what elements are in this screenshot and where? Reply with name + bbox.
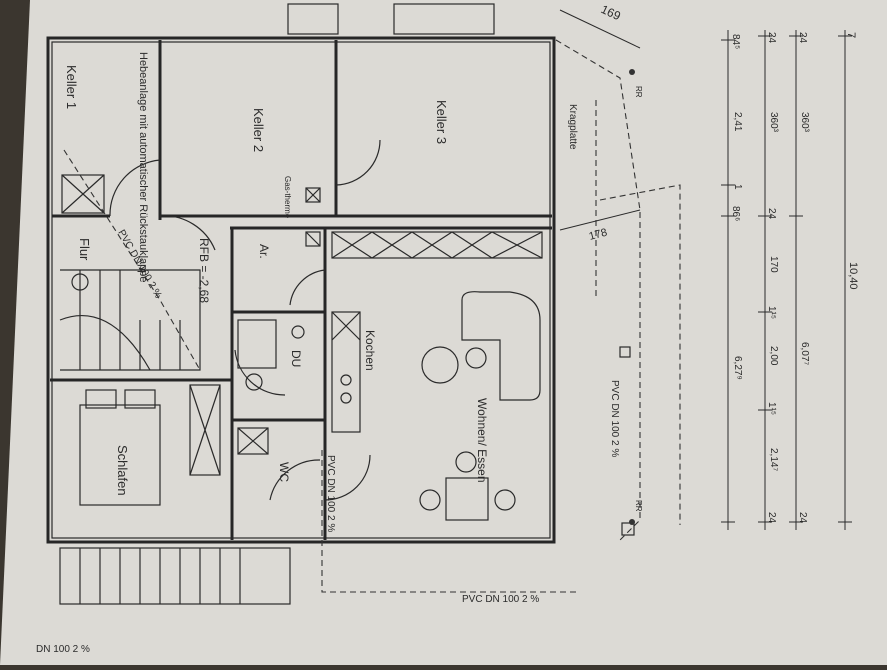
dim-row4-2: 1 xyxy=(732,184,743,190)
dim-row3-4: 1¹⁵ xyxy=(766,306,777,319)
stairs-exterior xyxy=(59,547,291,605)
dim-row4-4: 6,27⁹ xyxy=(732,356,743,380)
dimension-lines xyxy=(559,9,852,530)
label-rr-top: RR xyxy=(634,86,643,98)
dim-total: 10,40 xyxy=(847,262,859,290)
dim-row4-3: 86⁶ xyxy=(730,206,741,221)
label-ar: Ar. xyxy=(257,244,271,259)
dim-top-mark: 7 xyxy=(845,32,857,38)
living-furniture xyxy=(419,291,541,521)
label-pvc-wc: PVC DN 100 2 % xyxy=(325,455,336,532)
label-wohnen: Wohnen/ Essen xyxy=(475,398,489,483)
bathroom-fixtures xyxy=(237,319,305,455)
dim-row3-1: 360³ xyxy=(768,112,779,133)
label-hebeanlage: Hebeanlage mit automatischer Rückstaukla… xyxy=(137,52,149,283)
label-schlafen: Schlafen xyxy=(115,445,130,496)
drain-bottom xyxy=(621,522,635,536)
dim-row4-0: 84⁵ xyxy=(730,34,741,49)
gastherme-unit xyxy=(305,187,321,247)
label-wc: WC xyxy=(277,462,291,482)
dim-row3-7: 2,14⁷ xyxy=(768,448,779,471)
drain-right xyxy=(619,346,631,358)
label-pvc-bottom: PVC DN 100 2 % xyxy=(462,594,539,605)
dim-row3-6: 1¹⁵ xyxy=(766,402,777,415)
label-kragplatte: Kragplatte xyxy=(567,104,578,150)
dim-row3-3: 170 xyxy=(768,256,779,273)
label-rr-bottom: RR xyxy=(634,500,643,512)
dim-178: 178 xyxy=(588,227,609,243)
label-keller3: Keller 3 xyxy=(434,100,449,144)
label-rfb: RFB = -2,68 xyxy=(197,238,211,303)
label-keller1: Keller 1 xyxy=(64,65,79,109)
window-top-left xyxy=(287,3,339,35)
dim-row2-1: 360³ xyxy=(799,112,810,133)
hebeanlage-box xyxy=(61,174,105,214)
dim-row3-8: 24 xyxy=(766,512,777,524)
label-gastherme: Gas-therme xyxy=(283,176,292,219)
dim-row3-5: 2,00 xyxy=(768,346,779,366)
label-flur: Flur xyxy=(77,238,92,261)
pipe-run-bottom xyxy=(321,450,580,593)
label-keller2: Keller 2 xyxy=(251,108,266,152)
dim-row2-2: 6,07⁷ xyxy=(799,342,810,365)
label-pvc-right: PVC DN 100 2 % xyxy=(609,380,620,457)
dim-row2-0: 24 xyxy=(797,32,808,44)
dim-row2-3: 24 xyxy=(797,512,808,524)
label-du: DU xyxy=(289,350,303,367)
label-pvc-corner: DN 100 2 % xyxy=(36,644,90,655)
dim-row3-0: 24 xyxy=(766,32,777,44)
dim-row3-2: 24 xyxy=(766,208,777,220)
outer-wall xyxy=(46,36,556,544)
stairs-flur xyxy=(59,269,201,371)
label-kochen: Kochen xyxy=(363,330,377,371)
kitchen-cabinets xyxy=(331,231,543,433)
bed-schlafen xyxy=(79,384,221,506)
window-top-right xyxy=(393,3,495,35)
dim-row4-1: 2,41 xyxy=(732,112,743,132)
